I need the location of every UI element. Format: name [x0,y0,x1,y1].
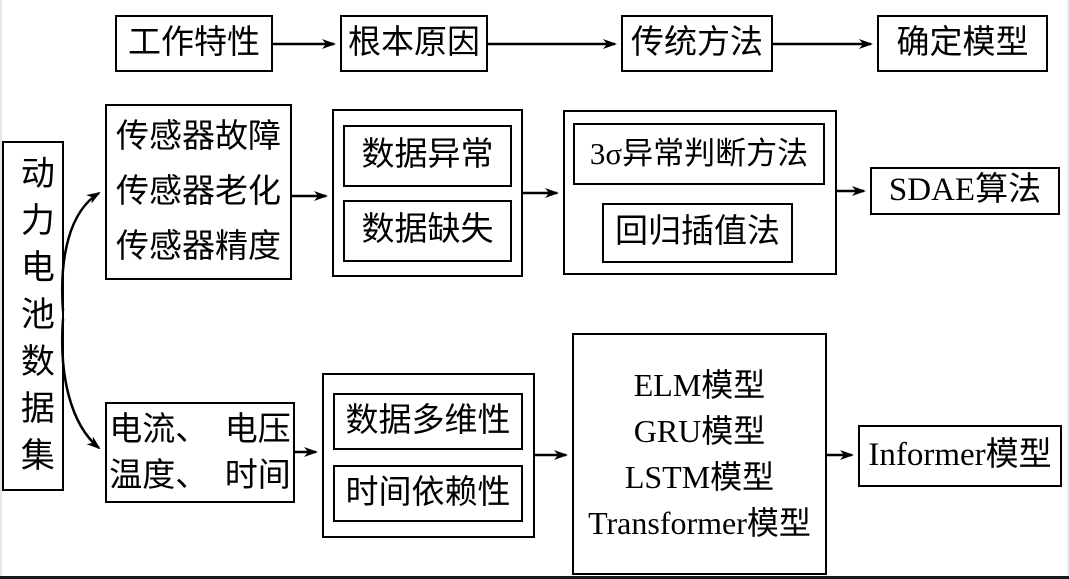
figure-right-edge [1067,0,1069,579]
model-line: Transformer模型 [588,505,811,541]
box-data-properties-group [322,373,535,538]
box-informer-model: Informer模型 [858,425,1062,487]
box-data-multidimensionality: 数据多维性 [333,393,523,450]
sensor-cause-line: 传感器精度 [116,228,281,265]
box-data-missing: 数据缺失 [343,200,512,262]
box-root-cause: 根本原因 [340,15,488,72]
box-power-battery-dataset: 动力电池数据集 [2,141,64,491]
sensor-cause-line: 传感器老化 [116,173,281,210]
box-data-issues-group [332,109,523,277]
sensor-cause-line: 传感器故障 [116,118,281,155]
box-time-dependency: 时间依赖性 [333,465,523,522]
box-3sigma-method: 3σ异常判断方法 [573,123,825,185]
figure-left-edge [0,0,2,579]
box-determine-model: 确定模型 [877,15,1048,72]
signal-line: 电流、 电压 [109,411,291,448]
box-traditional-method: 传统方法 [621,15,773,72]
box-sdae-algorithm: SDAE算法 [870,167,1060,215]
box-regression-interpolation: 回归插值法 [602,203,793,263]
box-data-anomaly: 数据异常 [343,125,512,187]
box-signal-features: 电流、 电压 温度、 时间 [105,402,295,503]
figure-bottom-edge [0,576,1069,579]
model-line: ELM模型 [633,367,766,403]
arrow-dataset-to-lower [61,318,101,450]
signal-line: 温度、 时间 [109,457,291,494]
arrow-dataset-to-upper [61,191,101,312]
box-working-characteristics: 工作特性 [115,15,273,72]
model-line: GRU模型 [633,413,766,449]
box-sensor-causes: 传感器故障 传感器老化 传感器精度 [105,104,292,280]
box-candidate-models: ELM模型 GRU模型 LSTM模型 Transformer模型 [572,333,827,575]
box-cleaning-methods-group [563,110,837,275]
model-line: LSTM模型 [624,459,775,495]
